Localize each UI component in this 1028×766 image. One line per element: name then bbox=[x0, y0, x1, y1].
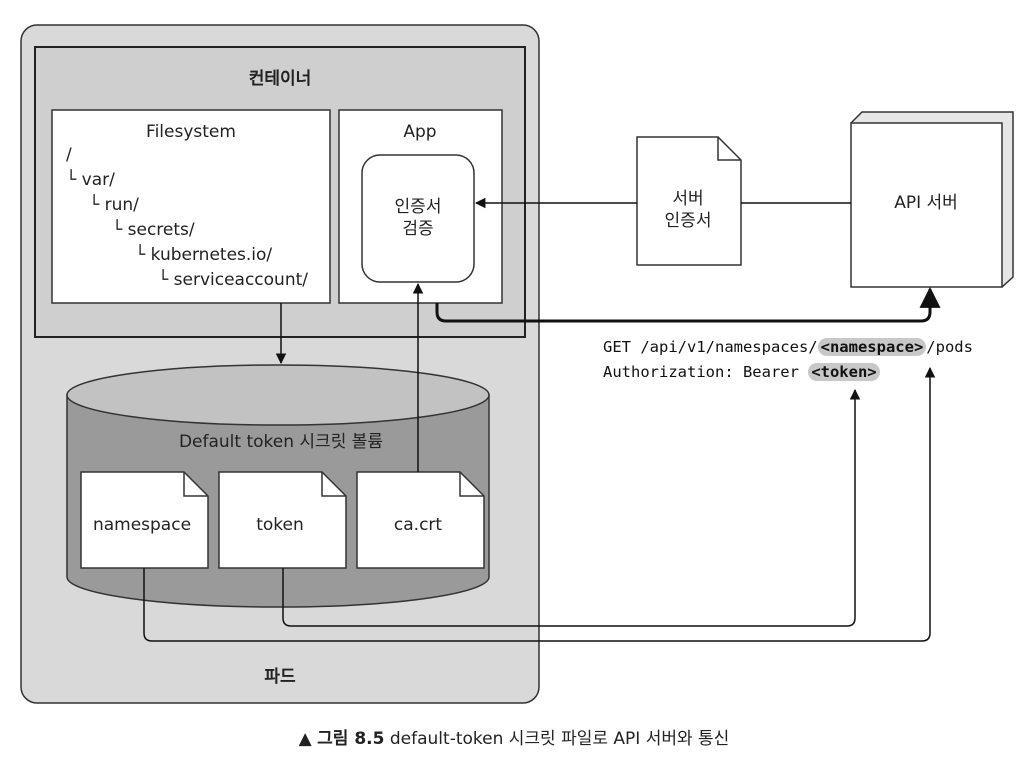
token-file-shape bbox=[218, 471, 347, 569]
request-path-suffix: /pods bbox=[926, 338, 973, 356]
cacrt-file-shape bbox=[356, 471, 485, 569]
figure-caption: ▲ 그림 8.5 default-token 시크릿 파일로 API 서버와 통… bbox=[299, 729, 730, 749]
filesystem-title: Filesystem bbox=[146, 122, 236, 142]
container-title: 컨테이너 bbox=[248, 69, 312, 89]
server-cert-line2: 인증서 bbox=[664, 211, 712, 231]
api-server-label: API 서버 bbox=[894, 193, 958, 213]
filesystem-box bbox=[51, 109, 331, 304]
pod-title: 파드 bbox=[264, 667, 296, 687]
namespace-placeholder: <namespace> bbox=[817, 338, 927, 356]
tree-root: / bbox=[66, 145, 72, 165]
token-placeholder: <token> bbox=[808, 363, 880, 381]
caption-text: default-token 시크릿 파일로 API 서버와 통신 bbox=[389, 729, 730, 749]
cert-verify-line1: 인증서 bbox=[394, 197, 442, 217]
caption-figure-label: 그림 8.5 bbox=[317, 729, 385, 749]
tree-serviceaccount: └ serviceaccount/ bbox=[158, 270, 308, 290]
caption-marker: ▲ bbox=[298, 729, 312, 749]
cert-verify-box bbox=[361, 154, 475, 283]
app-to-api-arrow bbox=[435, 286, 941, 323]
request-line-auth: Authorization: Bearer <token> bbox=[603, 363, 880, 381]
tree-run: └ run/ bbox=[89, 195, 139, 215]
server-cert-line1: 서버 bbox=[672, 189, 704, 209]
tree-var: └ var/ bbox=[66, 170, 115, 190]
api-server-box bbox=[850, 111, 1014, 288]
file-token: token bbox=[256, 515, 304, 535]
token-to-request-arrow bbox=[282, 388, 861, 627]
server-cert-document bbox=[636, 136, 742, 266]
file-cacrt: ca.crt bbox=[393, 515, 443, 535]
request-path-prefix: GET /api/v1/namespaces/ bbox=[603, 338, 818, 356]
request-line-get: GET /api/v1/namespaces/<namespace>/pods bbox=[603, 338, 973, 356]
namespace-file-shape bbox=[80, 471, 209, 569]
tree-secrets: └ secrets/ bbox=[112, 220, 195, 240]
auth-header-prefix: Authorization: Bearer bbox=[603, 363, 809, 381]
file-namespace: namespace bbox=[92, 515, 192, 535]
app-title: App bbox=[403, 122, 437, 142]
namespace-to-request-arrow bbox=[143, 366, 936, 642]
tree-kubernetes-io: └ kubernetes.io/ bbox=[135, 245, 273, 265]
cert-verify-line2: 검증 bbox=[402, 219, 434, 239]
volume-title: Default token 시크릿 볼륨 bbox=[178, 432, 384, 452]
